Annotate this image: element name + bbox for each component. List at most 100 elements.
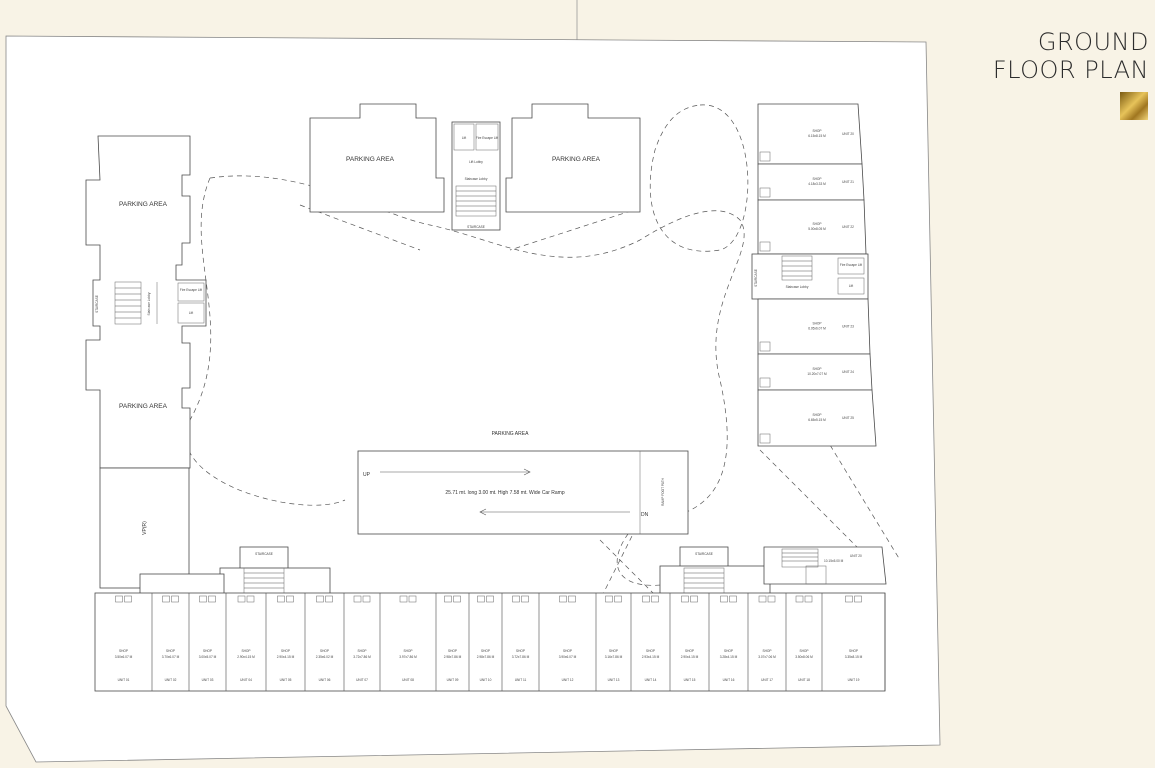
shop-area: 2.98x7.86 M [444, 655, 462, 659]
shop-area: 6.05x6.07 M [808, 327, 826, 331]
shop-area: 3.16x7.86 M [605, 655, 623, 659]
staircase-label-top: STAIRCASE [467, 225, 485, 229]
title-line-2: FLOOR PLAN [992, 56, 1149, 84]
shop-area: 3.50x6.07 M [115, 655, 133, 659]
shop-area: 2.93x4.15 M [642, 655, 660, 659]
title-line-1: GROUND [1037, 28, 1149, 56]
shop-unit: SHOP 2.90x4.15 M UNIT 05 [277, 593, 306, 691]
shop-label: SHOP [646, 649, 655, 653]
shop-area: 3.07x7.06 M [758, 655, 776, 659]
shop-unit-number: UNIT 09 [447, 678, 459, 682]
shop-label: SHOP [516, 649, 525, 653]
shop-label: SHOP [762, 649, 771, 653]
shop-unit-number: UNIT 22 [842, 225, 854, 229]
shop-label: SHOP [357, 649, 366, 653]
shop-label: SHOP [812, 129, 821, 133]
lift-label-left: Lift [189, 311, 193, 315]
shop-label: SHOP [724, 649, 733, 653]
shop-area: 3.35x8.15 M [845, 655, 863, 659]
staircase-lobby-label-right: Staircase Lobby [786, 285, 809, 289]
shop-area: 4.18x3.33 M [808, 182, 826, 186]
shop-label: SHOP [203, 649, 212, 653]
lift-lobby-label-top: Lift Lobby [469, 160, 483, 164]
fire-lift-label-right: Fire Escape Lift [840, 263, 862, 267]
shop-area: 2.90x4.15 M [277, 655, 295, 659]
shop-unit: SHOP 3.90x6.07 M UNIT 12 [559, 593, 597, 691]
ramp-footpath-label: RAMP FOOT PATH [661, 477, 665, 505]
shop-area: 3.97x7.86 M [399, 655, 417, 659]
shop-unit-number: UNIT 10 [480, 678, 492, 682]
shop-area: 3.72x7.86 M [512, 655, 530, 659]
shop-unit-number: UNIT 16 [723, 678, 735, 682]
shop-unit-number: UNIT 12 [562, 678, 574, 682]
shop-area: 3.90x6.07 M [559, 655, 577, 659]
parking-label-center: PARKING AREA [492, 431, 530, 437]
shop-unit-number: UNIT 04 [240, 678, 252, 682]
shop-label: SHOP [609, 649, 618, 653]
shop-unit-number: UNIT 15 [684, 678, 696, 682]
shop-unit: SHOP 2.93x4.15 M UNIT 14 [642, 593, 671, 691]
shop-area: 3.72x7.86 M [353, 655, 371, 659]
shop-label: SHOP [481, 649, 490, 653]
staircase-lobby-label-top: Staircase Lobby [465, 177, 488, 181]
shop-unit-number: UNIT 06 [319, 678, 331, 682]
staircase-label-lower-left: STAIRCASE [255, 552, 273, 556]
corner-unit-name: UNIT 20 [850, 554, 862, 558]
shop-area: 2.98x7.86 M [477, 655, 495, 659]
parking-label-left-top: PARKING AREA [119, 201, 168, 208]
shop-unit-number: UNIT 07 [356, 678, 368, 682]
shop-label: SHOP [812, 413, 821, 417]
shop-label: SHOP [563, 649, 572, 653]
shop-area: 10.20x7.07 M [807, 372, 827, 376]
staircase-label-left: STAIRCASE [95, 295, 99, 313]
ramp-up-label: UP [363, 472, 371, 478]
circulation-diagonal [299, 204, 901, 601]
shop-unit-number: UNIT 19 [848, 678, 860, 682]
shop-unit-number: UNIT 03 [202, 678, 214, 682]
shop-area: 6.65x5.15 M [808, 418, 826, 422]
shop-area: 2.35x6.02 M [316, 655, 334, 659]
shop-unit-number: UNIT 08 [402, 678, 414, 682]
shop-label: SHOP [281, 649, 290, 653]
shop-unit-number: UNIT 14 [645, 678, 657, 682]
shop-label: SHOP [849, 649, 858, 653]
parking-label-top-right: PARKING AREA [552, 156, 601, 163]
shop-label: SHOP [812, 177, 821, 181]
shop-label: SHOP [448, 649, 457, 653]
shop-area: 3.50x8.06 M [795, 655, 813, 659]
shop-unit: SHOP 3.72x7.86 M UNIT 07 [353, 593, 381, 691]
vp-area [99, 467, 190, 589]
shop-label: SHOP [119, 649, 128, 653]
shop-area: 3.70x6.07 M [162, 655, 180, 659]
staircase-lobby-label-left: Staircase Lobby [147, 292, 151, 315]
shop-label: SHOP [166, 649, 175, 653]
shop-area: 3.28x4.15 M [720, 655, 738, 659]
shop-unit: SHOP 2.98x7.86 M UNIT 09 [444, 593, 470, 691]
shop-unit-number: UNIT 11 [515, 678, 527, 682]
shop-label: SHOP [799, 649, 808, 653]
shop-unit-number: UNIT 13 [608, 678, 620, 682]
shop-unit-number: UNIT 25 [842, 416, 854, 420]
shop-label: SHOP [685, 649, 694, 653]
left-block [85, 135, 207, 589]
shop-area: 6.15x8.15 M [808, 134, 826, 138]
ramp-description: 25.71 mt. long 3.00 mt. High 7.58 mt. Wi… [445, 490, 564, 496]
shop-unit: SHOP 3.28x4.15 M UNIT 16 [720, 593, 749, 691]
shop-unit: SHOP 3.16x7.86 M UNIT 13 [605, 593, 632, 691]
shop-unit-number: UNIT 05 [280, 678, 292, 682]
shop-unit-number: UNIT 24 [842, 370, 854, 374]
